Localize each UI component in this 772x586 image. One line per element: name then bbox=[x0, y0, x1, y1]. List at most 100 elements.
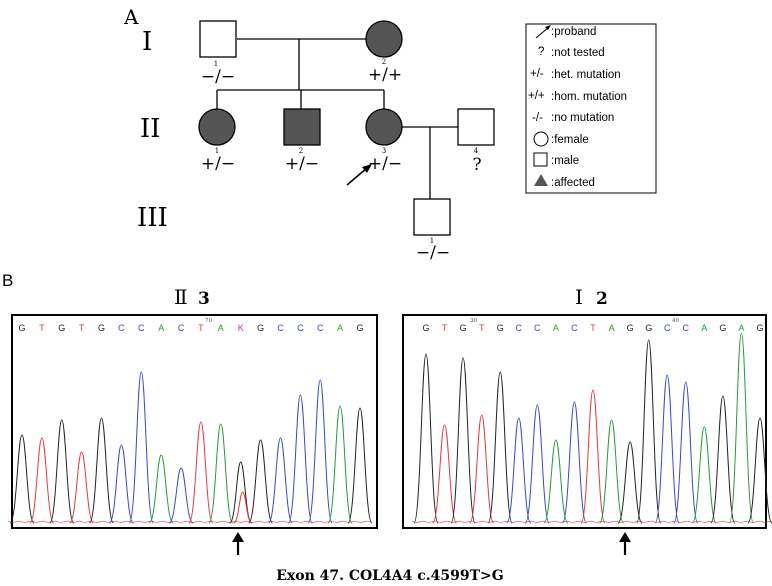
trace-peak bbox=[69, 451, 95, 524]
mutation-arrow-right bbox=[619, 532, 631, 555]
trace-peak bbox=[128, 371, 154, 524]
base-call: C bbox=[297, 323, 304, 333]
figure-caption: Exon 47. COL4A4 c.4599T>G bbox=[276, 568, 504, 584]
base-call: T bbox=[198, 323, 204, 333]
individual-number: 1 bbox=[214, 60, 218, 68]
genotype-label: ? bbox=[472, 155, 481, 175]
base-call: A bbox=[158, 323, 164, 333]
right-traces bbox=[411, 332, 772, 524]
left-trace-title-roman: Ⅱ bbox=[174, 285, 188, 309]
affected-triangle-icon bbox=[534, 174, 548, 186]
trace-peak bbox=[89, 417, 114, 524]
base-call: C bbox=[118, 323, 125, 333]
genotype-label: +/− bbox=[201, 154, 235, 174]
individual-II-2 bbox=[283, 108, 321, 146]
base-call: T bbox=[79, 323, 85, 333]
trace-peak bbox=[188, 421, 214, 524]
legend-symbol-text: +/+ bbox=[528, 90, 545, 102]
trace-peak bbox=[9, 434, 35, 524]
trace-peak bbox=[450, 357, 476, 524]
male-square-icon bbox=[533, 152, 548, 167]
legend-symbol-text: ? bbox=[538, 46, 544, 58]
trace-peak bbox=[487, 371, 513, 524]
panel-a-label: A bbox=[123, 5, 139, 29]
individual-II-3 bbox=[365, 108, 403, 146]
base-call: C bbox=[571, 323, 578, 333]
left-trace-title-number: 3 bbox=[198, 289, 210, 309]
base-call: G bbox=[719, 323, 726, 333]
position-mark: 30 bbox=[470, 318, 477, 324]
base-call: A bbox=[337, 323, 343, 333]
trace-peak bbox=[636, 339, 662, 524]
trace-peak bbox=[673, 381, 699, 524]
mutation-arrow-left bbox=[232, 532, 244, 555]
right-trace-title-number: 2 bbox=[596, 289, 608, 309]
trace-peak bbox=[654, 374, 680, 524]
individual-number: 2 bbox=[299, 147, 303, 155]
base-call: C bbox=[516, 323, 523, 333]
base-call: T bbox=[479, 323, 485, 333]
position-mark: 40 bbox=[672, 318, 679, 324]
base-call: A bbox=[553, 323, 559, 333]
trace-peak bbox=[307, 379, 333, 524]
individual-II-1 bbox=[198, 108, 236, 146]
generation-label-II: II bbox=[140, 114, 161, 144]
genotype-label: −/− bbox=[416, 243, 450, 263]
trace-peak bbox=[506, 417, 532, 524]
base-call: A bbox=[701, 323, 707, 333]
base-call: T bbox=[442, 323, 448, 333]
trace-peak bbox=[233, 491, 253, 524]
individual-number: 1 bbox=[430, 237, 434, 245]
female-circle-icon bbox=[533, 131, 549, 147]
trace-peak bbox=[327, 405, 353, 524]
trace-baseline bbox=[411, 520, 772, 523]
left-traces bbox=[7, 371, 373, 524]
individual-I-2 bbox=[365, 20, 403, 58]
base-call: G bbox=[627, 323, 634, 333]
right-trace-title-roman: Ⅰ bbox=[575, 285, 583, 309]
base-call: A bbox=[738, 323, 744, 333]
base-call: T bbox=[39, 323, 45, 333]
proband-arrow bbox=[346, 164, 372, 186]
base-call: G bbox=[756, 323, 763, 333]
individual-III-1 bbox=[413, 198, 451, 236]
legend-symbol-text: +/- bbox=[530, 68, 544, 80]
base-call: G bbox=[356, 323, 363, 333]
trace-peak bbox=[691, 426, 717, 524]
genotype-label: +/− bbox=[285, 154, 319, 174]
trace-peak bbox=[561, 401, 587, 524]
individual-number: 2 bbox=[382, 58, 386, 66]
legend-label: :not tested bbox=[551, 47, 605, 59]
trace-peak bbox=[469, 414, 495, 524]
trace-peak bbox=[432, 424, 458, 524]
base-call: C bbox=[277, 323, 284, 333]
trace-peak bbox=[747, 417, 772, 524]
individual-II-4 bbox=[457, 108, 495, 146]
base-call: C bbox=[664, 323, 671, 333]
legend-labels: :proband :not tested :het. mutation :hom… bbox=[551, 26, 627, 189]
trace-peak bbox=[29, 437, 55, 524]
base-call: G bbox=[18, 323, 25, 333]
trace-peak bbox=[108, 444, 134, 524]
base-call: K bbox=[238, 323, 244, 333]
trace-peak bbox=[617, 441, 643, 524]
trace-peak bbox=[580, 389, 606, 524]
trace-peak bbox=[148, 454, 174, 524]
generation-label-I: I bbox=[142, 27, 152, 57]
legend-label: :male bbox=[551, 155, 579, 167]
legend-label: :hom. mutation bbox=[551, 91, 627, 103]
base-call: G bbox=[497, 323, 504, 333]
base-call: C bbox=[683, 323, 690, 333]
legend-label: :het. mutation bbox=[551, 69, 621, 81]
right-chromatogram-frame bbox=[402, 314, 767, 529]
base-call: C bbox=[178, 323, 185, 333]
trace-peak bbox=[710, 395, 736, 524]
base-call: G bbox=[422, 323, 429, 333]
individual-I-1 bbox=[199, 20, 237, 58]
legend-label: :female bbox=[551, 134, 589, 146]
genotype-label: +/+ bbox=[368, 65, 402, 85]
trace-peak bbox=[287, 394, 313, 524]
trace-peak bbox=[347, 407, 373, 524]
legend-symbol-text: -/- bbox=[532, 112, 543, 124]
